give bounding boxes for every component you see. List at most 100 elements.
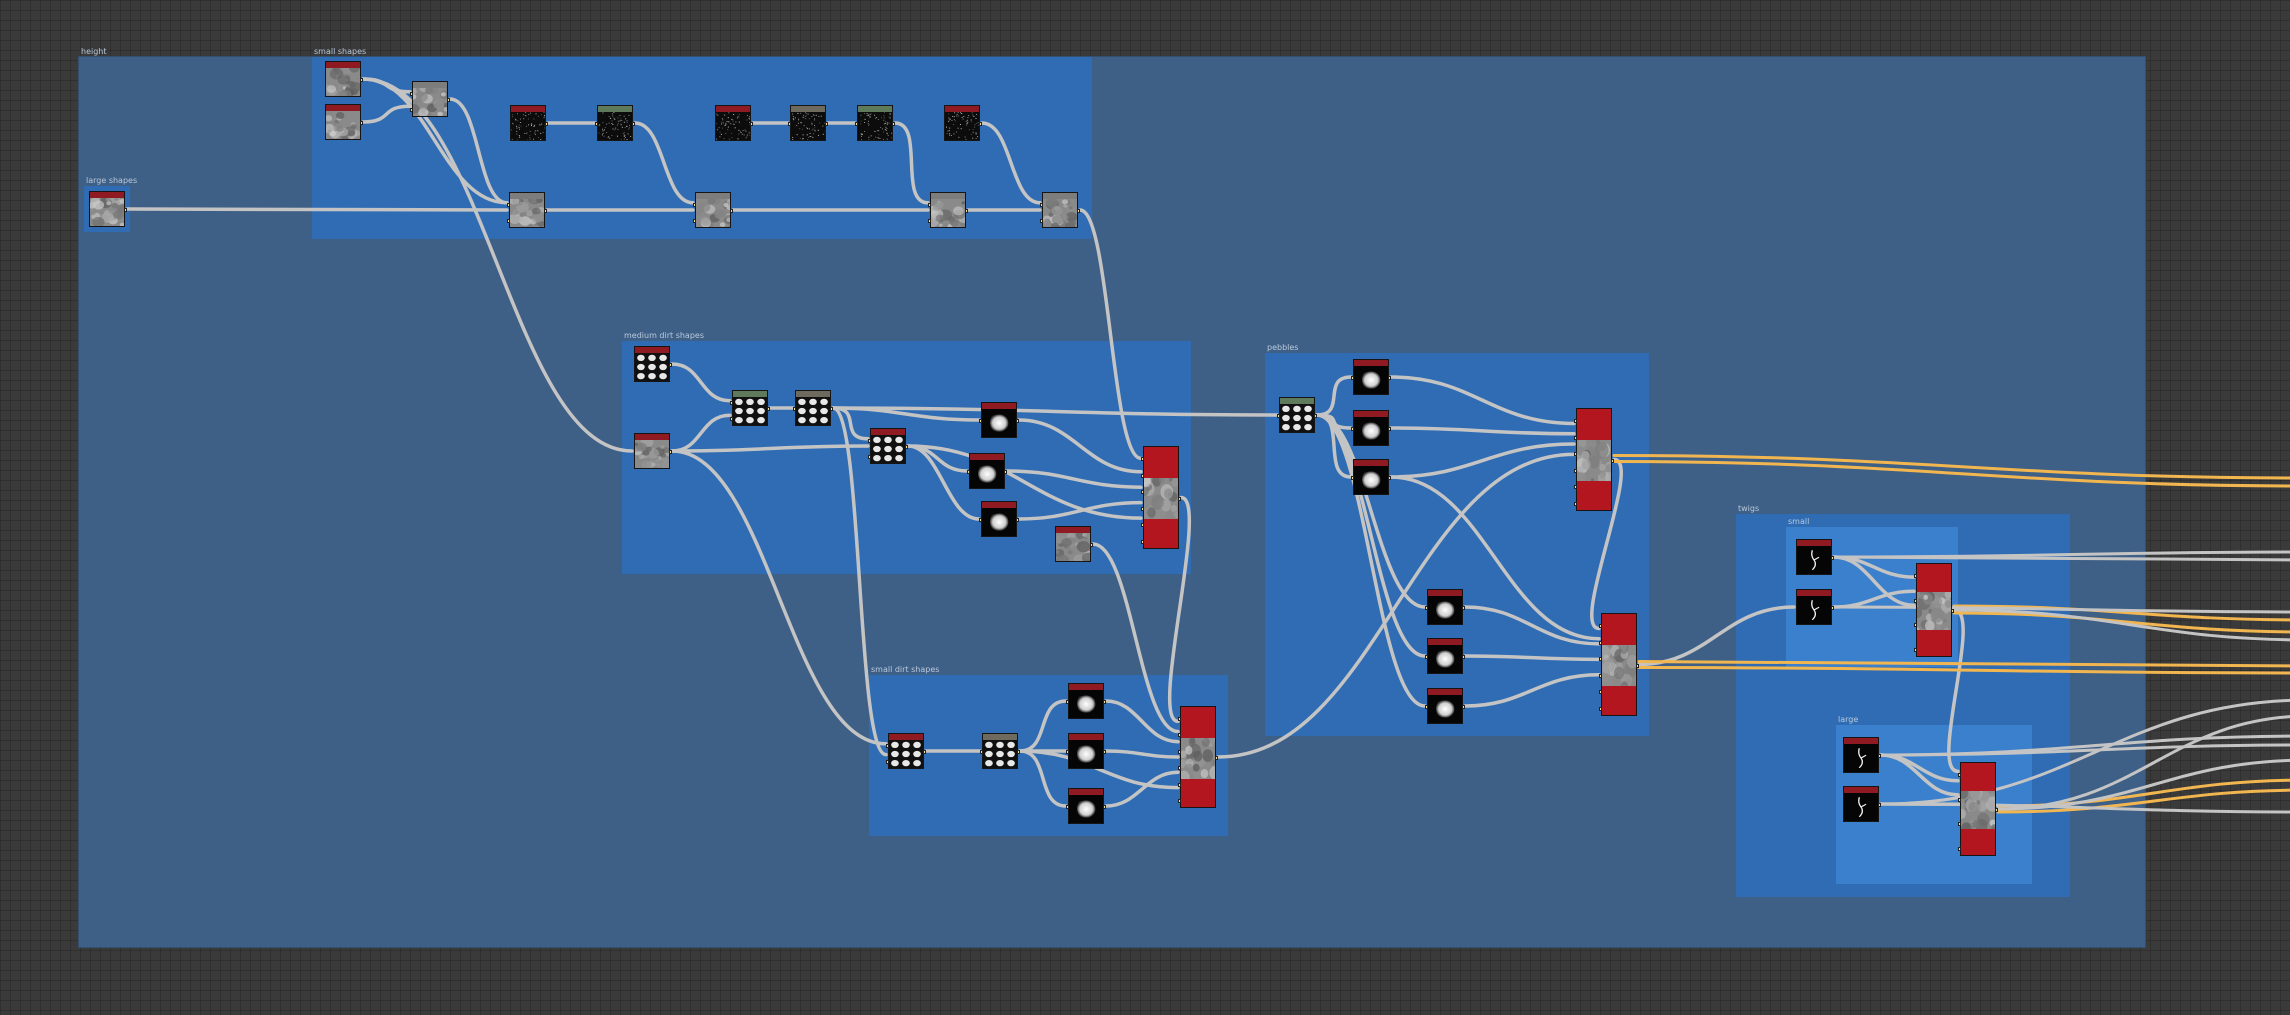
wire[interactable] xyxy=(1952,604,2290,622)
output-port[interactable] xyxy=(923,750,926,754)
node-small-shapes-green-noise-b[interactable] xyxy=(855,105,895,141)
wire[interactable] xyxy=(906,444,1143,520)
wire[interactable] xyxy=(1832,555,2290,562)
wire[interactable] xyxy=(1091,542,1180,734)
node-small-shapes-gray-noise[interactable] xyxy=(788,105,828,141)
input-port[interactable] xyxy=(1425,655,1428,659)
input-port[interactable] xyxy=(788,122,791,126)
wire[interactable] xyxy=(1389,426,1576,436)
node-medium-dirt-dots-green[interactable] xyxy=(730,390,770,426)
wire[interactable] xyxy=(448,97,509,205)
wire[interactable] xyxy=(1463,654,1601,662)
node-small-shapes-blend-a[interactable] xyxy=(410,81,450,117)
node-twigs-large-combiner[interactable] xyxy=(1958,762,1998,856)
node-small-shapes-black-noise-b[interactable] xyxy=(715,105,753,141)
wire[interactable] xyxy=(1879,802,2290,814)
output-port[interactable] xyxy=(1831,556,1834,560)
input-port[interactable] xyxy=(1178,749,1181,754)
input-port[interactable] xyxy=(1958,822,1961,827)
wire[interactable] xyxy=(1996,788,2290,814)
input-port[interactable] xyxy=(1040,203,1043,207)
wire[interactable] xyxy=(125,207,509,212)
output-port[interactable] xyxy=(750,122,753,126)
wire[interactable] xyxy=(1952,611,2290,634)
input-port[interactable] xyxy=(1574,468,1577,473)
output-port[interactable] xyxy=(1831,606,1834,610)
input-port[interactable] xyxy=(1574,419,1577,423)
output-port[interactable] xyxy=(730,209,733,213)
node-twigs-large-a[interactable] xyxy=(1843,737,1881,773)
node-small-shapes-black-noise-c[interactable] xyxy=(944,105,982,141)
node-small-shapes-green-noise-a[interactable] xyxy=(595,105,635,141)
input-port[interactable] xyxy=(1599,624,1602,628)
input-port[interactable] xyxy=(1141,473,1144,478)
wire[interactable] xyxy=(1463,605,1601,646)
node-small-shapes-black-noise-a[interactable] xyxy=(510,105,548,141)
output-port[interactable] xyxy=(447,98,450,102)
input-port[interactable] xyxy=(693,203,696,207)
output-port[interactable] xyxy=(124,208,127,212)
wire[interactable] xyxy=(1216,452,1576,759)
wire[interactable] xyxy=(1879,698,2290,806)
node-large-shapes-noise[interactable] xyxy=(89,191,127,227)
output-port[interactable] xyxy=(1004,470,1007,474)
input-port[interactable] xyxy=(1914,574,1917,578)
node-small-shapes-blend-d[interactable] xyxy=(928,192,968,228)
wire[interactable] xyxy=(1832,605,2290,614)
output-port[interactable] xyxy=(1016,419,1019,423)
wire[interactable] xyxy=(980,121,1042,205)
input-port[interactable] xyxy=(886,760,889,764)
input-port[interactable] xyxy=(1040,219,1043,223)
wire[interactable] xyxy=(831,406,1279,417)
input-port[interactable] xyxy=(1599,707,1602,711)
input-port[interactable] xyxy=(1141,540,1144,544)
input-port[interactable] xyxy=(1958,773,1961,777)
wire[interactable] xyxy=(1996,758,2290,811)
node-medium-dirt-blob-a[interactable] xyxy=(979,402,1019,438)
wire[interactable] xyxy=(906,444,981,521)
output-port[interactable] xyxy=(1178,496,1181,501)
input-port[interactable] xyxy=(730,417,733,421)
wire[interactable] xyxy=(1637,660,2290,668)
node-pebbles-blob-d[interactable] xyxy=(1425,589,1465,625)
input-port[interactable] xyxy=(1574,502,1577,506)
wire[interactable] xyxy=(1017,500,1143,521)
input-port[interactable] xyxy=(1351,476,1354,480)
input-port[interactable] xyxy=(1599,673,1602,678)
output-port[interactable] xyxy=(360,78,363,82)
node-small-dirt-dots-gray[interactable] xyxy=(980,733,1020,769)
input-port[interactable] xyxy=(693,219,696,223)
node-small-dirt-dots-a[interactable] xyxy=(886,733,926,769)
output-port[interactable] xyxy=(1103,805,1106,809)
input-port[interactable] xyxy=(1914,623,1917,628)
output-port[interactable] xyxy=(825,122,828,126)
wire[interactable] xyxy=(1612,454,2290,480)
output-port[interactable] xyxy=(360,121,363,125)
wire[interactable] xyxy=(1463,673,1601,708)
input-port[interactable] xyxy=(1914,648,1917,652)
input-port[interactable] xyxy=(979,419,982,423)
input-port[interactable] xyxy=(1141,490,1144,495)
output-port[interactable] xyxy=(1636,663,1639,668)
output-port[interactable] xyxy=(632,122,635,126)
input-port[interactable] xyxy=(1425,606,1428,610)
output-port[interactable] xyxy=(892,122,895,126)
input-port[interactable] xyxy=(410,108,413,112)
wire[interactable] xyxy=(893,121,930,205)
wire[interactable] xyxy=(1018,749,1180,790)
node-medium-dirt-dots-gray[interactable] xyxy=(793,390,833,426)
output-port[interactable] xyxy=(544,209,547,213)
wire[interactable] xyxy=(1612,460,2290,488)
output-port[interactable] xyxy=(1090,543,1093,547)
input-port[interactable] xyxy=(1425,705,1428,709)
input-port[interactable] xyxy=(928,203,931,207)
input-port[interactable] xyxy=(1574,452,1577,457)
input-port[interactable] xyxy=(1066,805,1069,809)
output-port[interactable] xyxy=(1462,655,1465,659)
output-port[interactable] xyxy=(1951,609,1954,613)
input-port[interactable] xyxy=(1277,414,1280,418)
output-port[interactable] xyxy=(1611,458,1614,463)
output-port[interactable] xyxy=(1462,705,1465,709)
input-port[interactable] xyxy=(928,219,931,223)
output-port[interactable] xyxy=(669,363,672,367)
